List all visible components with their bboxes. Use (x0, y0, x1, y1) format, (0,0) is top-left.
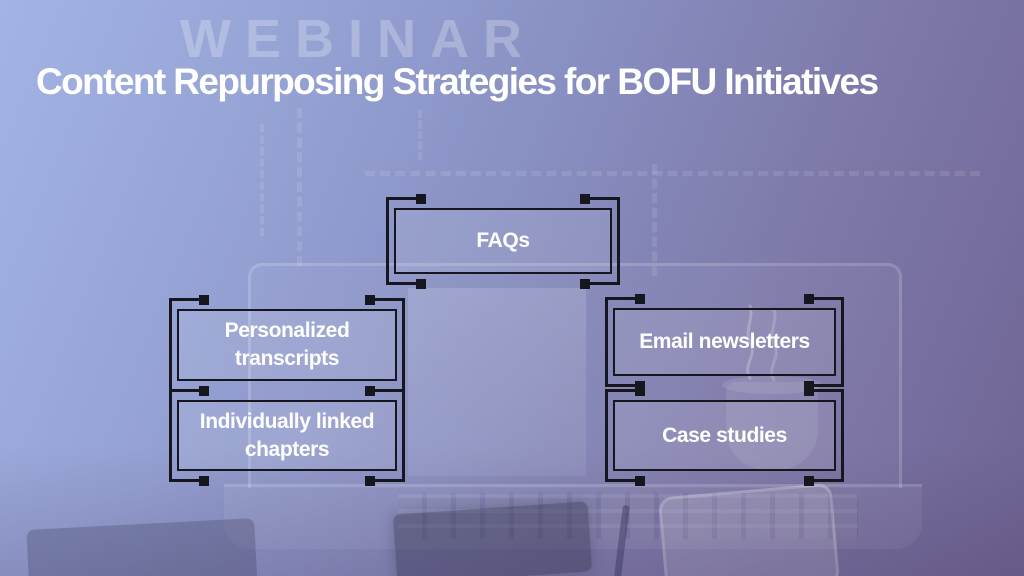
node-case-studies: Case studies (605, 385, 844, 486)
laptop-keyboard (398, 493, 858, 539)
sketch-line-vertical-4 (418, 110, 422, 160)
tablet (657, 482, 841, 576)
node-personalized-transcripts: Personalized transcripts (169, 294, 405, 396)
slide-title: Content Repurposing Strategies for BOFU … (36, 61, 879, 102)
sketch-line-horizontal (365, 171, 980, 176)
sketch-line-vertical-3 (652, 164, 657, 276)
node-email-newsletters: Email newsletters (605, 293, 844, 391)
node-faqs: FAQs (386, 193, 620, 289)
node-box: Individually linked chapters (177, 400, 397, 471)
desk-shadow (0, 446, 1024, 576)
node-label: Personalized transcripts (224, 319, 350, 370)
node-label: Individually linked chapters (199, 409, 375, 461)
pen (613, 504, 630, 576)
node-box: Case studies (613, 400, 836, 471)
laptop-base (224, 484, 922, 549)
sketch-line-vertical-1 (297, 108, 302, 266)
node-label: Case studies (662, 423, 787, 447)
notebook (392, 501, 593, 576)
node-label: FAQs (476, 229, 530, 252)
laptop-document (408, 288, 586, 476)
node-box: Email newsletters (613, 308, 836, 376)
webinar-watermark: WEBINAR (180, 9, 536, 69)
node-box: Personalized transcripts (177, 309, 397, 381)
node-individually-linked-chapters: Individually linked chapters (169, 385, 405, 486)
sketch-line-vertical-2 (260, 124, 264, 236)
node-box: FAQs (394, 208, 612, 274)
dark-object (26, 518, 258, 576)
node-label: Email newsletters (639, 330, 810, 353)
